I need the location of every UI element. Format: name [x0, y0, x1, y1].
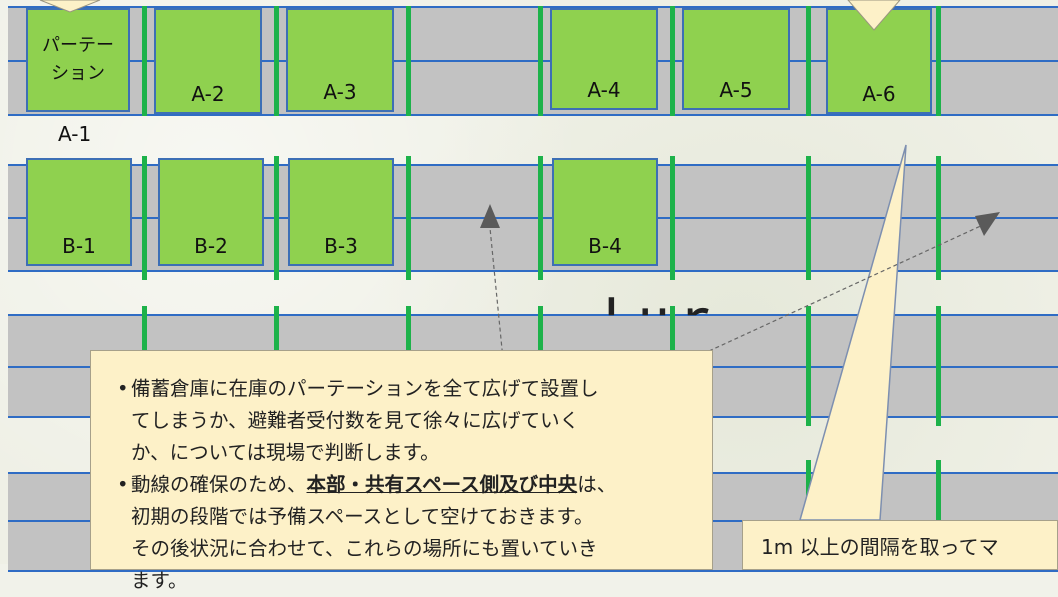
- booth-a4[interactable]: A-4: [550, 8, 658, 110]
- divider: [142, 156, 147, 280]
- booth-b3[interactable]: B-3: [288, 158, 394, 266]
- callout-tip-right: [847, 0, 901, 31]
- divider: [806, 6, 811, 116]
- divider: [806, 156, 811, 280]
- spacing-note-text: 1m 以上の間隔を取ってマ: [761, 535, 999, 559]
- partial-text: ｌｕｒ: [590, 282, 716, 315]
- divider: [936, 156, 941, 280]
- note-line: 初期の段階では予備スペースとして空けておきます。: [131, 505, 594, 528]
- booth-a1-label: A-1: [58, 122, 92, 146]
- booth-a6[interactable]: A-6: [826, 8, 932, 114]
- bullet: •: [117, 473, 129, 496]
- divider: [936, 306, 941, 426]
- note-line: ます。: [131, 569, 188, 592]
- note-box: • 備蓄倉庫に在庫のパーテーションを全て広げて設置し てしまうか、避難者受付数を…: [90, 350, 713, 592]
- note-item-2: • 動線の確保のため、本部・共有スペース側及び中央は、 初期の段階では予備スペー…: [117, 469, 702, 597]
- divider: [936, 6, 941, 116]
- note-line: は、: [577, 473, 617, 496]
- booth-b1[interactable]: B-1: [26, 158, 132, 266]
- note-line: か、については現場で判断します。: [131, 441, 440, 464]
- booth-b4[interactable]: B-4: [552, 158, 658, 266]
- divider: [406, 6, 411, 116]
- divider: [406, 156, 411, 280]
- note-line: その後状況に合わせて、これらの場所にも置いていき: [131, 537, 598, 560]
- note-line: てしまうか、避難者受付数を見て徐々に広げていく: [131, 409, 580, 432]
- arrow-head-left: [480, 204, 500, 228]
- spacing-note-box: 1m 以上の間隔を取ってマ: [742, 520, 1058, 570]
- note-item-1: • 備蓄倉庫に在庫のパーテーションを全て広げて設置し てしまうか、避難者受付数を…: [117, 373, 702, 469]
- booth-a3[interactable]: A-3: [286, 8, 394, 112]
- note-emphasis: 本部・共有スペース側及び中央: [306, 473, 578, 496]
- divider: [538, 156, 543, 280]
- divider: [274, 6, 279, 116]
- divider: [670, 6, 675, 116]
- booth-a2[interactable]: A-2: [154, 8, 262, 114]
- divider: [670, 156, 675, 280]
- booth-b2[interactable]: B-2: [158, 158, 264, 266]
- note-line: 動線の確保のため、: [131, 473, 307, 496]
- divider: [142, 6, 147, 116]
- divider: [274, 156, 279, 280]
- callout-tail-right: [799, 144, 907, 521]
- divider: [806, 306, 811, 426]
- divider: [936, 460, 941, 520]
- bullet: •: [117, 377, 129, 400]
- callout-tip-left: [39, 0, 101, 13]
- booth-a5[interactable]: A-5: [682, 8, 790, 110]
- note-line: 備蓄倉庫に在庫のパーテーションを全て広げて設置し: [131, 377, 599, 400]
- booth-partition[interactable]: パーテー ション: [26, 8, 130, 112]
- arrow-head-right: [975, 212, 1000, 236]
- divider: [538, 6, 543, 116]
